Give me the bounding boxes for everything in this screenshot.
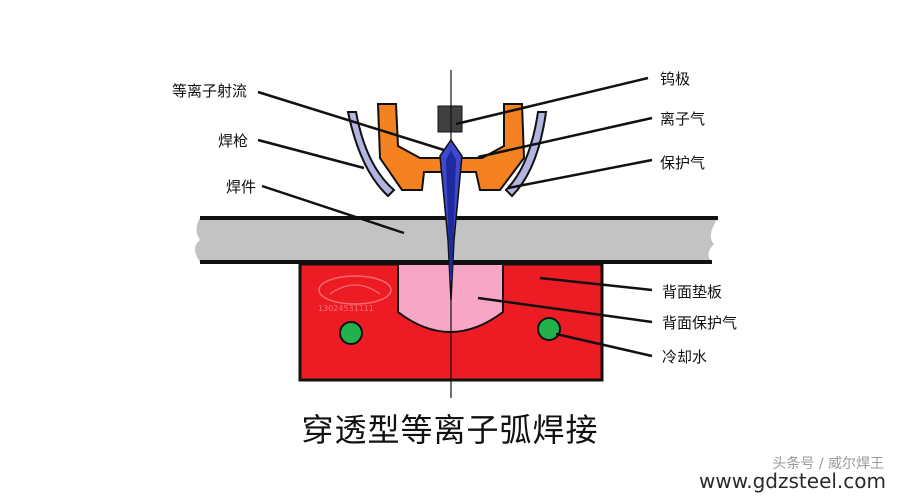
leader-ion-gas xyxy=(477,116,653,159)
label-tungsten: 钨极 xyxy=(660,70,691,88)
leader-shield-gas xyxy=(507,158,653,190)
plasma-jet-core xyxy=(446,150,456,280)
label-cooling-water: 冷却水 xyxy=(662,348,708,366)
shield-nozzle-right xyxy=(504,111,548,198)
watermark-stamp-text: 13024531111 xyxy=(318,304,374,313)
leader-torch xyxy=(257,138,365,170)
watermark-site: www.gdzsteel.com xyxy=(699,469,886,493)
cooling-water-hole-right xyxy=(537,317,561,341)
workpiece xyxy=(195,218,718,262)
shield-nozzle-left xyxy=(346,111,396,198)
label-back-shield-gas: 背面保护气 xyxy=(662,314,738,332)
leader-cooling-water xyxy=(555,332,653,358)
leader-backing-plate xyxy=(539,276,653,292)
leader-back-shield-gas xyxy=(477,296,653,324)
label-ion-gas: 离子气 xyxy=(660,110,706,128)
label-backing-plate: 背面垫板 xyxy=(662,283,723,301)
leader-workpiece xyxy=(261,184,405,235)
label-torch: 焊枪 xyxy=(218,132,249,150)
label-workpiece: 焊件 xyxy=(226,178,257,196)
watermark-stamp: 13024531111 xyxy=(312,272,398,318)
label-plasma-jet: 等离子射流 xyxy=(172,82,248,100)
leader-plasma-jet xyxy=(257,90,445,152)
cooling-water-hole-left xyxy=(339,321,363,345)
label-shield-gas: 保护气 xyxy=(660,154,706,172)
tungsten-electrode xyxy=(437,105,463,133)
leader-tungsten xyxy=(455,76,649,126)
watermark-source: 头条号 / 威尔焊王 xyxy=(772,456,884,472)
diagram-title: 穿透型等离子弧焊接 xyxy=(301,411,599,449)
